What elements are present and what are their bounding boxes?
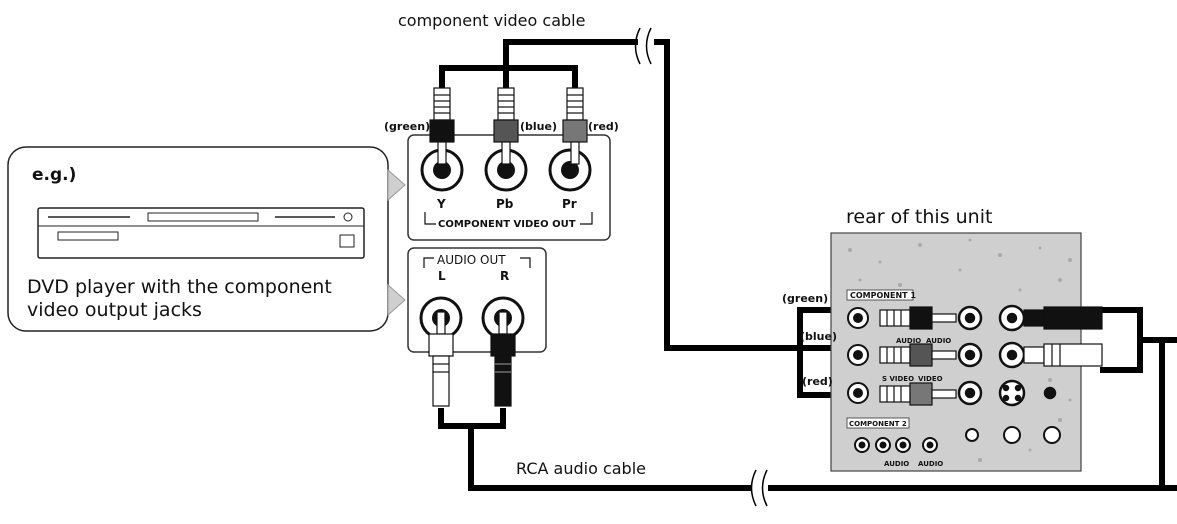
audio-out-title: AUDIO OUT: [437, 253, 506, 267]
audio-plugs: [428, 311, 516, 407]
jack-label-y: Y: [436, 197, 446, 211]
component1-label: COMPONENT 1: [850, 291, 916, 300]
rear-video-label: VIDEO: [918, 375, 943, 383]
component-video-out-panel: Y Pb Pr COMPONENT VIDEO OUT: [407, 134, 611, 241]
jack-pr: [548, 148, 592, 192]
rear-plug-audio-l: [1023, 346, 1045, 364]
plug-green: [429, 87, 455, 165]
rear-jacks-left: [847, 307, 869, 404]
jack-label-r: R: [500, 269, 509, 283]
jack-label-l: L: [438, 269, 446, 283]
rear-wire-label-red: (red): [802, 375, 833, 388]
rear-plug-green: [879, 306, 957, 330]
rear-wire-label-green: (green): [782, 292, 828, 305]
rear-jacks-right: [998, 304, 1057, 407]
rear-audio-wires: [1100, 307, 1177, 373]
plug-label-green: (green): [384, 120, 430, 133]
video-cable-label: component video cable: [398, 11, 585, 30]
panel-texture: [848, 238, 1072, 462]
cable-break-mark: [750, 469, 768, 507]
plug-audio-red: [490, 311, 516, 407]
rear-plug-red: [879, 382, 957, 406]
rear-panel: COMPONENT 1: [830, 232, 1103, 472]
rear-audio-label-2: AUDIO: [926, 337, 951, 345]
pointer-arrow: [387, 168, 406, 202]
rear-audio-label-3: AUDIO: [884, 460, 909, 468]
rear-plug-audio-r: [1023, 309, 1045, 327]
dvd-player-callout: e.g.) DVD player with the component vide…: [7, 146, 406, 332]
rear-plug-blue: [879, 343, 957, 367]
component-video-out-title: COMPONENT VIDEO OUT: [438, 219, 576, 230]
plug-audio-white: [428, 311, 454, 407]
component2-label: COMPONENT 2: [849, 420, 907, 428]
rear-svideo-label: S VIDEO: [882, 375, 914, 383]
dvd-description-line2: video output jacks: [27, 299, 202, 321]
jack-pb: [484, 148, 528, 192]
dvd-description-line1: DVD player with the component: [27, 276, 332, 298]
rear-plug-audio-l-body: [1043, 343, 1103, 367]
jack-label-pr: Pr: [562, 197, 577, 211]
plug-label-blue: (blue): [520, 120, 557, 133]
cable-break-mark: [634, 27, 652, 65]
pointer-arrow: [387, 283, 406, 317]
plug-label-red: (red): [588, 120, 619, 133]
example-label: e.g.): [32, 165, 76, 185]
rear-unit-label: rear of this unit: [846, 206, 992, 228]
rear-jacks-component2: [854, 426, 1061, 453]
audio-cable-label: RCA audio cable: [516, 459, 646, 478]
rear-audio-plugs: [1023, 306, 1103, 367]
jack-y: [420, 148, 464, 192]
rear-plug-audio-r-body: [1043, 306, 1103, 330]
dvd-player-icon: [37, 207, 365, 259]
plug-blue: [493, 87, 519, 165]
rear-wire-label-blue: (blue): [800, 330, 837, 343]
jack-label-pb: Pb: [496, 197, 514, 211]
rear-audio-label-1: AUDIO: [896, 337, 921, 345]
rear-component-plugs: [879, 306, 957, 406]
rear-jacks-middle: [957, 305, 983, 406]
plug-red: [562, 87, 588, 165]
rear-audio-label-4: AUDIO: [918, 460, 943, 468]
component-plugs: [429, 87, 588, 165]
